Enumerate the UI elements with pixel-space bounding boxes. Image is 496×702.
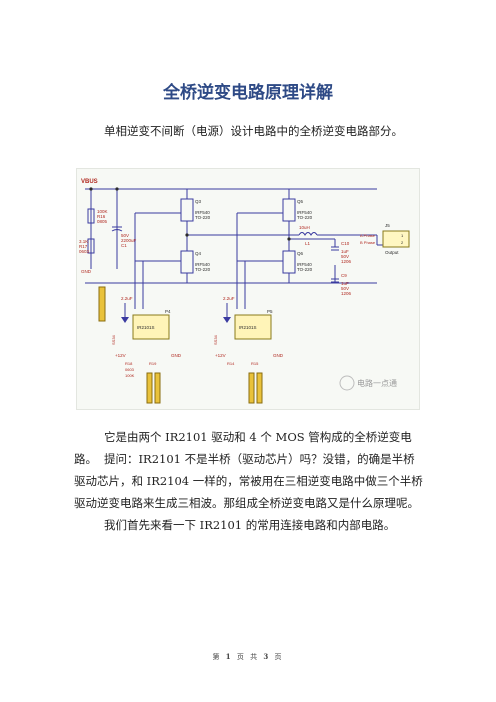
cap-c9-ref: C9 xyxy=(341,273,347,278)
connector-pin-1: 1 xyxy=(401,233,404,238)
header-pin-b1 xyxy=(248,372,255,404)
diode-b-symbol xyxy=(223,317,231,323)
connector-output-label: Output xyxy=(385,250,399,255)
q6-ref: Q6 xyxy=(297,251,304,256)
driver-u2-ref: P5 xyxy=(267,309,273,314)
driver-u1-ref: P4 xyxy=(165,309,171,314)
q6-package: TO-220 xyxy=(297,267,313,272)
q4-ref: Q4 xyxy=(195,251,202,256)
mosfet-q3-symbol xyxy=(177,198,194,222)
driver-u1-part: IR2101S xyxy=(137,325,155,330)
connector-b-phase: B Phase xyxy=(360,240,376,245)
footer-suffix: 页 xyxy=(274,653,284,661)
header-pin-a1 xyxy=(146,372,153,404)
cap-c10-pkg: 1206 xyxy=(341,259,352,264)
resistor-r19: R19 xyxy=(149,361,157,366)
r16-value: 100K xyxy=(97,209,108,214)
mosfet-q4-symbol xyxy=(177,250,194,274)
connector-j5-box xyxy=(382,230,410,248)
footer-page-number: 1 xyxy=(225,652,233,661)
driver-ic-u1 xyxy=(132,314,170,340)
q4-package: TO-220 xyxy=(195,267,211,272)
resistor-value: 100K xyxy=(125,373,135,378)
boot-cap-a: 2.2uF xyxy=(121,296,133,301)
resistor-r15: R15 xyxy=(251,361,259,366)
driver-b-gnd: GND xyxy=(273,353,284,358)
q4-part: IRF540 xyxy=(195,262,210,267)
r16-ref: R16 xyxy=(97,214,106,219)
q5-ref: Q5 xyxy=(297,199,304,204)
q5-part: IRF540 xyxy=(297,210,312,215)
cap-c1-ref: C1 xyxy=(121,243,127,248)
watermark-text: 电路一点通 xyxy=(357,378,397,388)
document-title: 全桥逆变电路原理详解 xyxy=(163,83,333,103)
resistor-r16 xyxy=(87,208,95,224)
connector-ref: J5 xyxy=(385,223,390,228)
junction-dots xyxy=(89,187,291,241)
mosfet-q5-symbol xyxy=(277,198,296,222)
diode-a-symbol xyxy=(121,317,129,323)
cap-c1-value: 2200uF xyxy=(121,238,137,243)
resistor-pkg: 0603 xyxy=(125,367,135,372)
circuit-schematic-figure: VBUS 100K R16 0805 3.1K R17 0603 GND 50V… xyxy=(76,168,420,410)
driver-a-gnd: GND xyxy=(171,353,182,358)
footer-mid: 页 共 xyxy=(236,653,260,661)
driver-u2-part: IR2101S xyxy=(239,325,257,330)
r17-value: 3.1K xyxy=(79,239,88,244)
resistor-r18: R18 xyxy=(125,361,133,366)
connector-a-phase: A Phase xyxy=(360,233,376,238)
paragraph-intro: 单相逆变不间断（电源）设计电路中的全桥逆变电路部分。 xyxy=(104,124,403,138)
supply-a: +12V xyxy=(115,353,126,358)
driver-ic-u2 xyxy=(234,314,272,340)
header-pin-a2 xyxy=(154,372,161,404)
resistor-r14: R14 xyxy=(227,361,235,366)
q3-part: IRF540 xyxy=(195,210,210,215)
r16-pkg: 0805 xyxy=(97,219,108,224)
inductor-value: 10uH xyxy=(299,225,310,230)
q3-ref: Q3 xyxy=(195,199,202,204)
gnd-label: GND xyxy=(81,269,92,274)
cap-c10-value: 1uF xyxy=(341,249,349,254)
r17-pkg: 0603 xyxy=(79,249,90,254)
vbus-label: VBUS xyxy=(81,179,98,185)
q5-package: TO-220 xyxy=(297,215,313,220)
q3-package: TO-220 xyxy=(195,215,211,220)
cap-c10-ref: C10 xyxy=(341,241,350,246)
footer-total-pages: 3 xyxy=(263,652,271,661)
diode-a-part: SS34 xyxy=(111,334,116,345)
cap-c10-voltage: 50V xyxy=(341,254,349,259)
connector-pin-2: 2 xyxy=(401,240,404,245)
paragraph-description: 它是由两个 IR2101 驱动和 4 个 MOS 管构成的全桥逆变电路。 xyxy=(74,430,412,466)
header-pin-b2 xyxy=(256,372,263,404)
watermark-icon xyxy=(339,375,355,391)
page-footer: 第 1 页 共 3 页 xyxy=(0,652,496,662)
cap-c9-pkg: 1206 xyxy=(341,291,352,296)
cap-c9-value: 1uF xyxy=(341,281,349,286)
supply-b: +12V xyxy=(215,353,226,358)
boot-cap-b: 2.2uF xyxy=(223,296,235,301)
resistor-r17 xyxy=(87,238,95,254)
inductor-l1 xyxy=(298,232,318,236)
footer-prefix: 第 xyxy=(212,653,222,661)
paragraph-question: 提问：IR2101 不是半桥（驱动芯片）吗？没错，的确是半桥驱动芯片，和 IR2… xyxy=(74,452,423,510)
cap-c9-voltage: 50V xyxy=(341,286,349,291)
schematic-wires xyxy=(85,188,383,319)
diode-b-part: SS34 xyxy=(213,334,218,345)
schematic-svg: VBUS 100K R16 0805 3.1K R17 0603 GND 50V… xyxy=(79,179,410,404)
header-pin-left xyxy=(98,286,106,322)
mosfet-q6-symbol xyxy=(277,250,296,274)
paragraph-lead-in: 我们首先来看一下 IR2101 的常用连接电路和内部电路。 xyxy=(104,518,396,532)
inductor-ref: L1 xyxy=(305,241,311,246)
q6-part: IRF540 xyxy=(297,262,312,267)
cap-c1-voltage: 50V xyxy=(121,233,129,238)
r17-ref: R17 xyxy=(79,244,88,249)
